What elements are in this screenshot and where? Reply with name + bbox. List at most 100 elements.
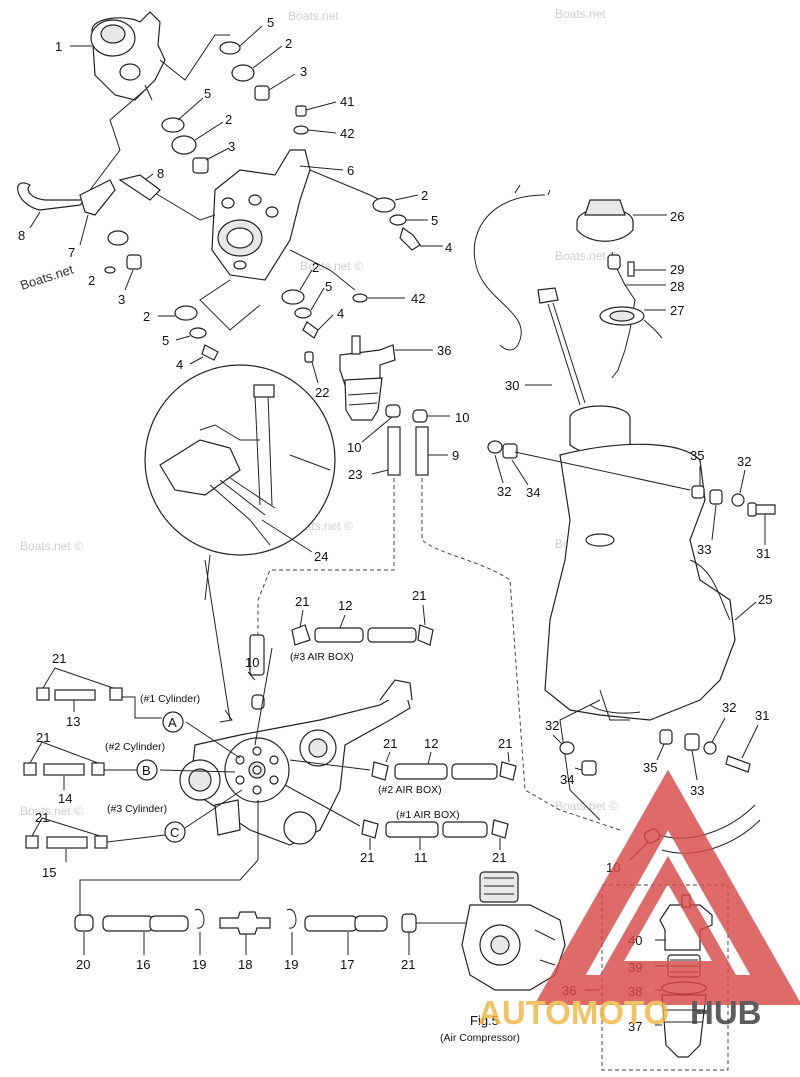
cylinder-1-label: (#1 Cylinder)	[140, 693, 200, 705]
callout-5: 5	[267, 15, 274, 30]
callout-19: 19	[192, 957, 206, 972]
watermark-mid-right: Boats.net ©	[555, 249, 618, 263]
strap-clamp	[17, 182, 87, 211]
automotohub-logo: AUTOMOTO HUB	[478, 769, 800, 1031]
callout-21: 21	[498, 736, 512, 751]
watermark-top-right: Boats.net	[555, 7, 606, 21]
callout-6: 6	[347, 163, 354, 178]
callout-21: 21	[401, 957, 415, 972]
callout-5: 5	[204, 86, 211, 101]
callout-5: 5	[325, 279, 332, 294]
callout-3: 3	[228, 139, 235, 154]
callout-32: 32	[545, 718, 559, 733]
air-box-1-label: (#1 AIR BOX)	[396, 809, 460, 821]
callout-29: 29	[670, 262, 684, 277]
pump-bracket	[211, 149, 311, 281]
hose-13-group	[36, 667, 162, 719]
watermark-boats-net: Boats.net	[18, 261, 75, 292]
hose-12-air-box-2	[371, 761, 517, 781]
callout-25: 25	[758, 592, 772, 607]
brand-hub-text: HUB	[690, 994, 762, 1031]
detail-inset	[144, 364, 336, 556]
air-box-2-label: (#2 AIR BOX)	[378, 784, 442, 796]
callout-21: 21	[383, 736, 397, 751]
hose-12-air-box-3	[291, 624, 434, 646]
cylinder-3-label: (#3 Cylinder)	[107, 803, 167, 815]
callout-32: 32	[737, 454, 751, 469]
callout-17: 17	[340, 957, 354, 972]
brand-auto-text: AUTOMOTO	[478, 994, 669, 1031]
callout-27: 27	[670, 303, 684, 318]
callout-4: 4	[176, 357, 183, 372]
callout-2: 2	[225, 112, 232, 127]
callout-15: 15	[42, 865, 56, 880]
air-compressor	[461, 871, 566, 991]
callout-2: 2	[312, 260, 319, 275]
hose-14-group	[23, 741, 137, 790]
callout-11: 11	[414, 850, 428, 865]
watermark-lower-left: Boats.net ©	[20, 804, 83, 818]
grommet-stack-top	[219, 41, 270, 101]
fig-5-caption: (Air Compressor)	[440, 1032, 520, 1044]
callout-5: 5	[162, 333, 169, 348]
letter-a: A	[168, 715, 177, 730]
callout-10: 10	[347, 440, 361, 455]
callout-35: 35	[690, 448, 704, 463]
distribution-block	[179, 679, 413, 846]
callout-21: 21	[492, 850, 506, 865]
callout-21: 21	[36, 730, 50, 745]
hose-15-group	[25, 817, 166, 862]
callout-1: 1	[55, 39, 62, 54]
letter-a-badge	[162, 711, 184, 733]
callout-26: 26	[670, 209, 684, 224]
callout-34: 34	[560, 772, 574, 787]
callout-4: 4	[337, 306, 344, 321]
callout-28: 28	[670, 279, 684, 294]
watermark-top: Boats.net	[288, 9, 339, 23]
callout-33: 33	[690, 783, 704, 798]
letter-b: B	[142, 763, 151, 778]
callout-13: 13	[66, 714, 80, 729]
fig-5-title: Fig.5	[470, 1013, 499, 1028]
callout-21: 21	[295, 594, 309, 609]
oil-tank	[544, 405, 736, 721]
callout-14: 14	[58, 791, 72, 806]
callout-21: 21	[360, 850, 374, 865]
callout-20: 20	[76, 957, 90, 972]
callout-12: 12	[338, 598, 352, 613]
callout-36: 36	[437, 343, 451, 358]
callout-34: 34	[526, 485, 540, 500]
grommet-stack-right	[372, 197, 421, 251]
callout-37: 37	[628, 1019, 642, 1034]
bracket-clip	[79, 179, 116, 216]
callout-3: 3	[118, 292, 125, 307]
callout-12: 12	[424, 736, 438, 751]
oil-filter	[339, 335, 396, 421]
callout-3: 3	[300, 64, 307, 79]
callout-19: 19	[284, 957, 298, 972]
cylinder-2-label: (#2 Cylinder)	[105, 741, 165, 753]
callout-2: 2	[88, 273, 95, 288]
callout-31: 31	[756, 546, 770, 561]
air-box-3-label: (#3 AIR BOX)	[290, 651, 354, 663]
callout-10: 10	[455, 410, 469, 425]
band	[118, 174, 161, 201]
callout-30: 30	[505, 378, 519, 393]
grommet-stack-left	[161, 117, 209, 174]
callout-42: 42	[340, 126, 354, 141]
callout-16: 16	[136, 957, 150, 972]
bottom-hose-row	[74, 908, 470, 935]
callout-5: 5	[431, 213, 438, 228]
callout-21: 21	[412, 588, 426, 603]
callout-31: 31	[755, 708, 769, 723]
callout-4: 4	[445, 240, 452, 255]
callout-7: 7	[68, 245, 75, 260]
callout-33: 33	[697, 542, 711, 557]
callout-8: 8	[157, 166, 164, 181]
callout-18: 18	[238, 957, 252, 972]
callout-32: 32	[497, 484, 511, 499]
callout-21: 21	[35, 810, 49, 825]
callout-2: 2	[143, 309, 150, 324]
callout-2: 2	[285, 36, 292, 51]
